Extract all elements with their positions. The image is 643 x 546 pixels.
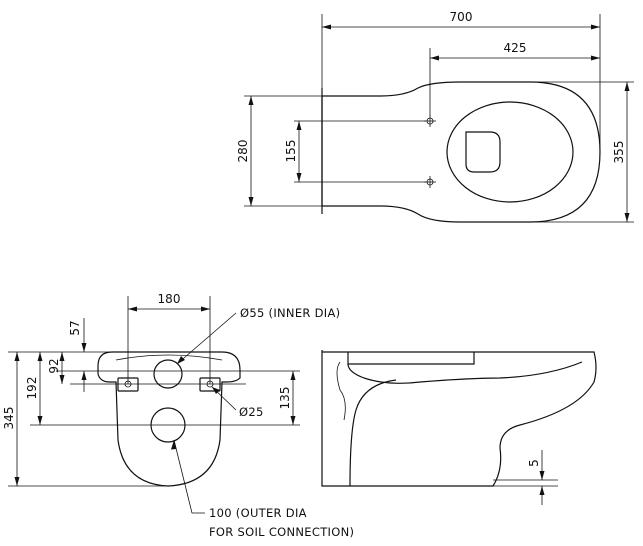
note-inlet-diameter: Ø55 (INNER DIA) [240, 306, 340, 320]
top-view: 700 425 355 280 155 [236, 10, 634, 223]
side-view-bowl-curve [347, 361, 583, 384]
side-view-rim [347, 352, 475, 365]
front-view: 180 57 92 192 345 135 Ø55 (INNER DIA) [2, 292, 354, 539]
dim-outlet-height: 192 [25, 377, 39, 400]
front-view-rim [115, 354, 223, 361]
dim-bowl-length: 425 [504, 41, 527, 55]
dim-base-gap: 5 [527, 459, 541, 467]
dim-inlet-to-outlet: 135 [278, 387, 292, 410]
note-soil-connection: FOR SOIL CONNECTION) [209, 525, 354, 539]
side-view-rear-curve [336, 361, 346, 421]
side-view-outline [321, 350, 597, 487]
dim-overall-height: 345 [2, 407, 16, 430]
dim-overall-length: 700 [450, 10, 473, 24]
dim-fixing-height: 92 [47, 358, 61, 373]
dim-overall-width: 355 [612, 141, 626, 164]
note-outlet-diameter: 100 (OUTER DIA [209, 506, 307, 520]
front-view-outline [97, 351, 241, 487]
side-view: 5 [321, 350, 597, 505]
side-view-trapway [349, 379, 397, 487]
inlet-circle [153, 359, 183, 389]
top-view-outline [321, 81, 601, 223]
dim-top-offset: 57 [68, 320, 82, 335]
dim-fixing-spacing-front: 180 [158, 292, 181, 306]
outlet-shape [465, 131, 501, 173]
note-fixing-hole-diameter: Ø25 [239, 405, 264, 419]
dim-rear-width: 280 [236, 140, 250, 163]
dim-fixing-spacing-top: 155 [284, 140, 298, 163]
bowl-opening [446, 101, 574, 203]
